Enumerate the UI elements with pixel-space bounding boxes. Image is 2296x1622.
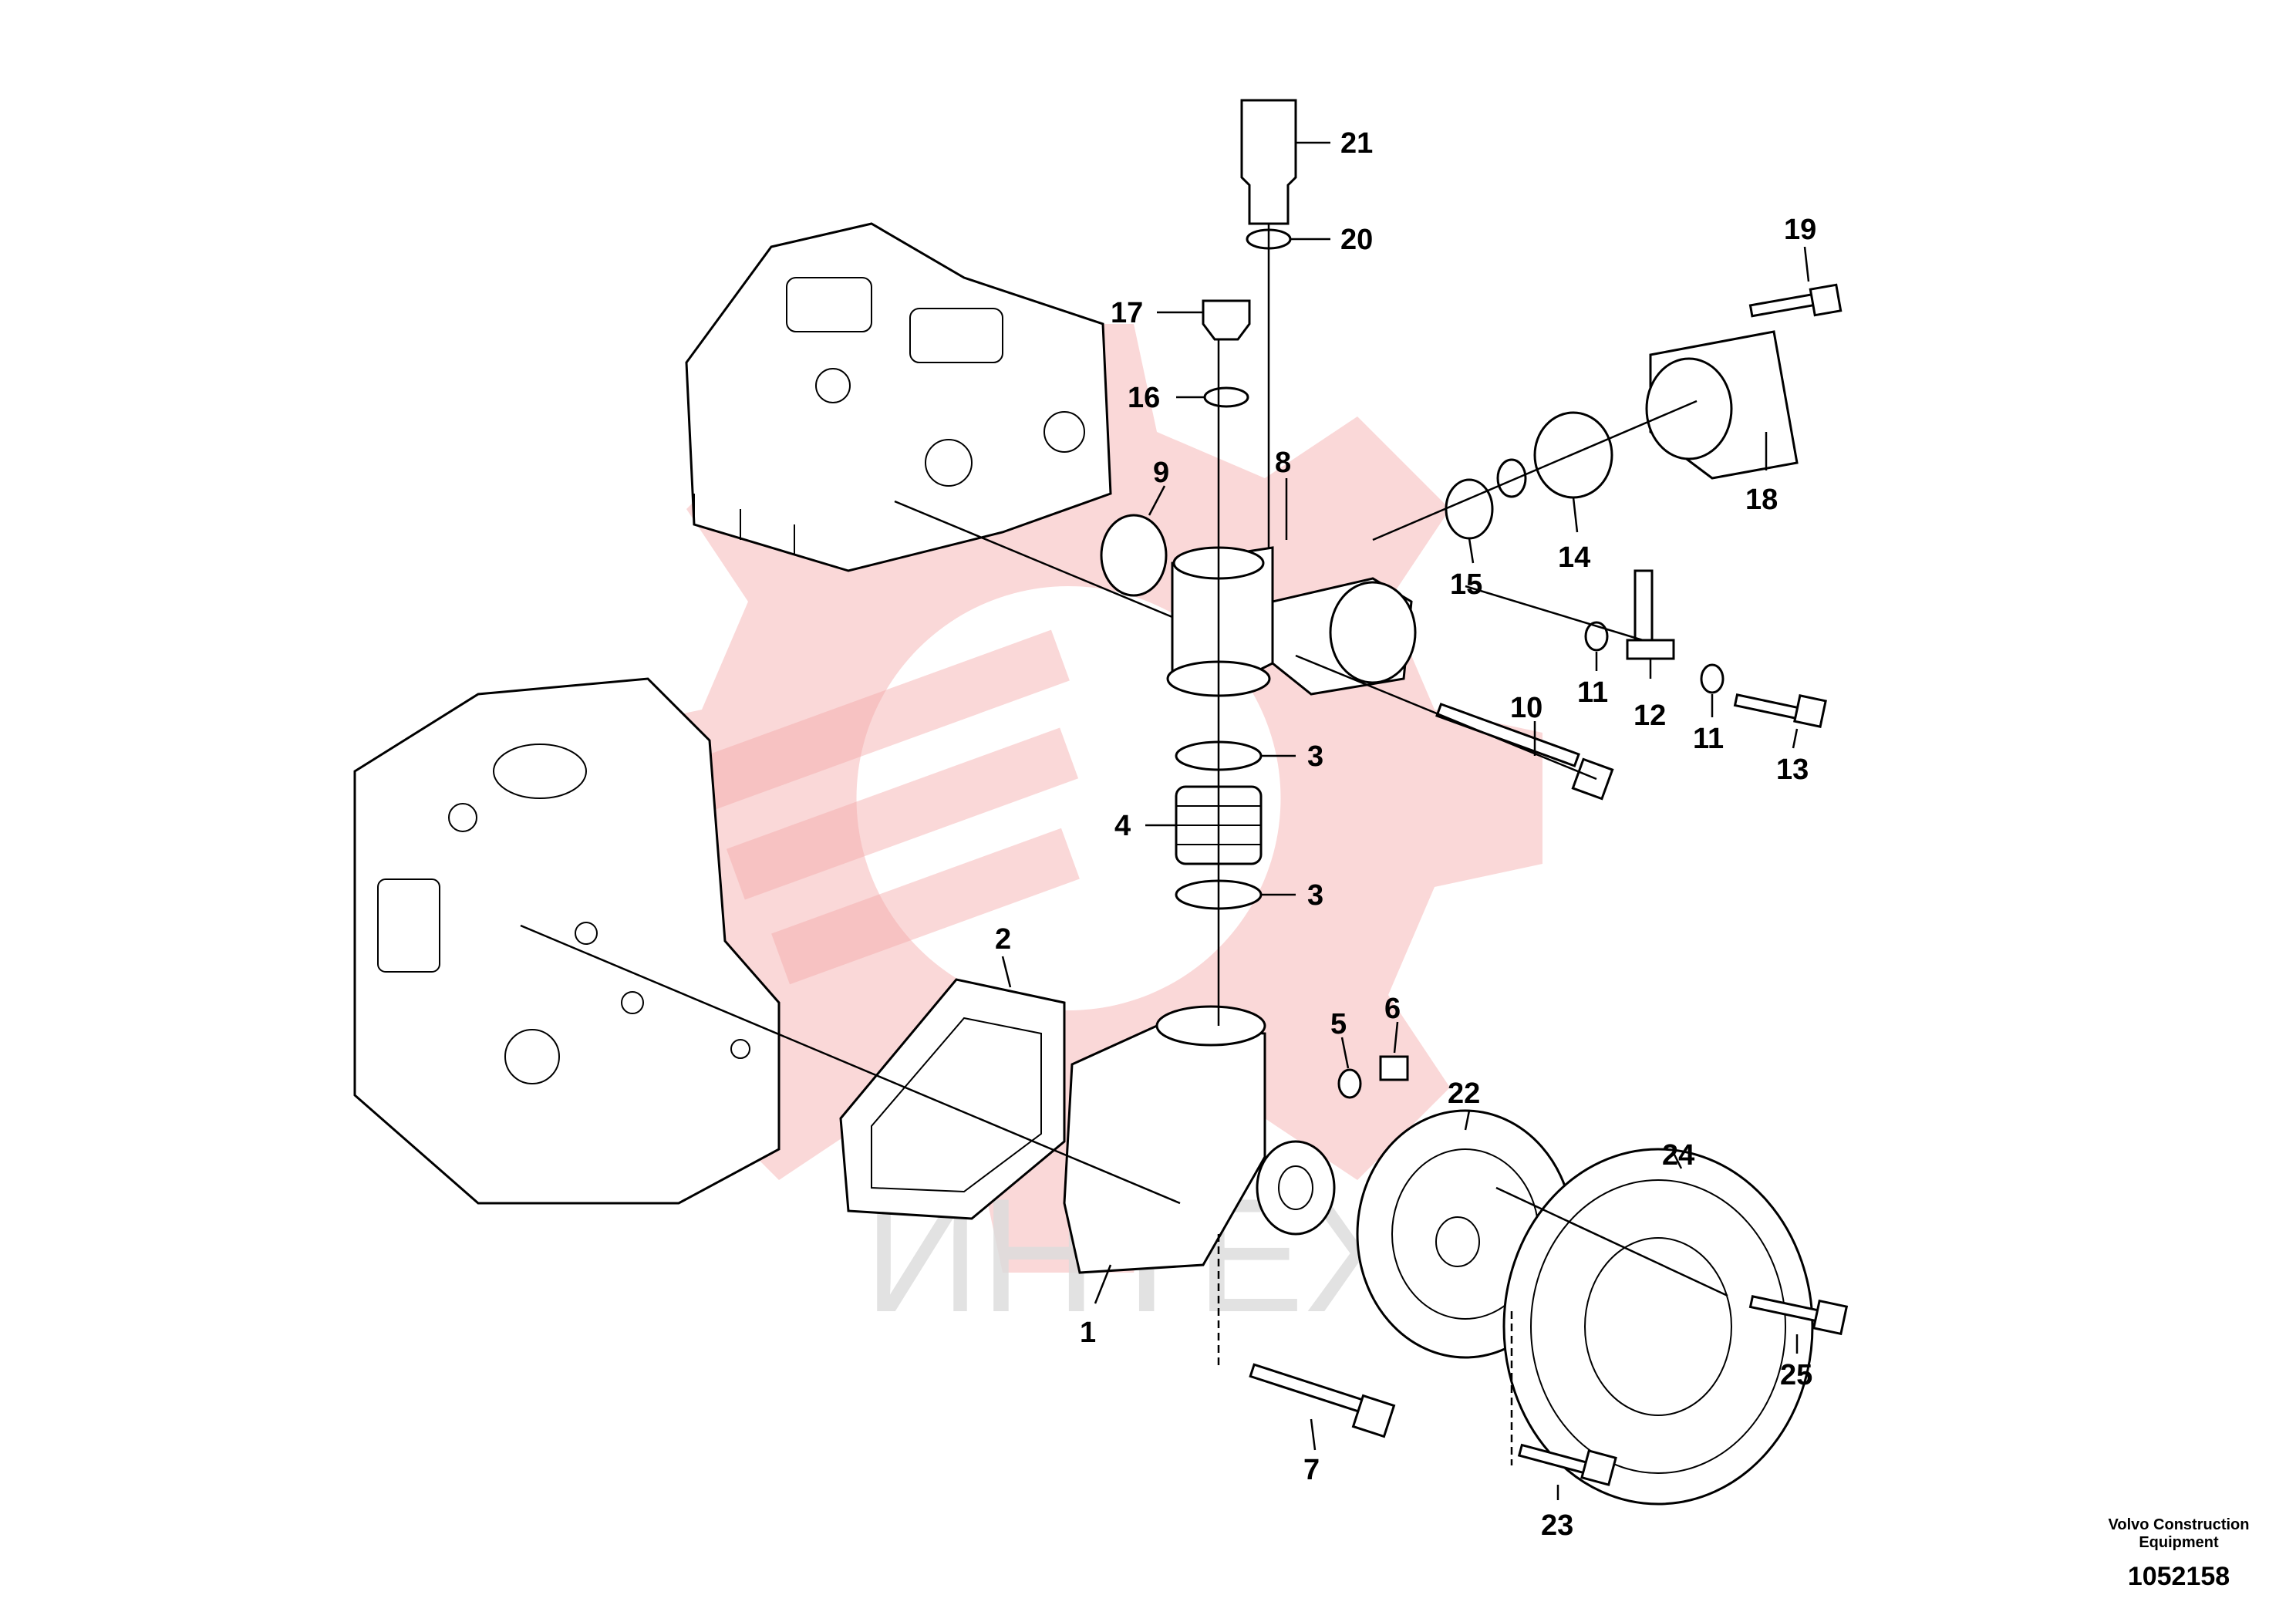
sealing-ring-15	[1445, 478, 1494, 540]
callout-10: 10	[1510, 692, 1542, 724]
callout-1: 1	[1080, 1317, 1096, 1349]
callout-11-left: 11	[1577, 676, 1608, 709]
cylinder-head	[685, 222, 1112, 572]
plug	[1202, 299, 1251, 341]
o-ring-9	[1100, 514, 1168, 597]
callout-3-upper: 3	[1307, 740, 1323, 773]
gasket-small	[1496, 458, 1527, 498]
washer-plug	[1203, 386, 1249, 408]
callout-17: 17	[1111, 297, 1143, 329]
callout-11-right: 11	[1693, 723, 1724, 755]
callout-5: 5	[1330, 1008, 1347, 1040]
callout-6: 6	[1384, 993, 1401, 1025]
callout-24: 24	[1662, 1139, 1694, 1172]
callout-16: 16	[1128, 382, 1160, 414]
copper-washer-11a	[1584, 621, 1609, 652]
bolt-23	[1517, 1443, 1617, 1486]
assembly-lines	[520, 224, 1728, 1465]
caption-company-line2: Equipment	[2139, 1534, 2219, 1551]
callout-18: 18	[1745, 484, 1778, 516]
callout-20: 20	[1340, 224, 1373, 256]
callout-7: 7	[1303, 1454, 1320, 1486]
drawing-number: 1052158	[2128, 1562, 2230, 1591]
callouts: 1 2 3 3 4 5 6 7 8 9 10 11 11 12 13 14 15	[995, 127, 1816, 1542]
callout-25: 25	[1780, 1359, 1812, 1391]
callout-22: 22	[1448, 1077, 1480, 1110]
callout-23: 23	[1541, 1509, 1573, 1542]
washer-5	[1337, 1068, 1362, 1099]
bolt-19	[1748, 283, 1843, 318]
bolt-7	[1249, 1363, 1396, 1438]
bolt-10	[1435, 703, 1614, 801]
callout-19: 19	[1784, 214, 1816, 246]
thermostat-housing-outlet	[1166, 546, 1417, 697]
bolt-13	[1733, 693, 1827, 728]
engine-block	[353, 677, 781, 1205]
thermostat	[1533, 411, 1613, 499]
callout-14: 14	[1558, 541, 1590, 574]
caption-company-line1: Volvo Construction	[2109, 1516, 2250, 1533]
callout-9: 9	[1153, 457, 1169, 489]
union-nipple-12	[1626, 569, 1675, 660]
callout-4: 4	[1114, 810, 1131, 842]
water-pump	[1063, 1005, 1336, 1274]
hose-nipple	[1240, 99, 1297, 225]
callout-15: 15	[1450, 568, 1482, 601]
callout-2: 2	[995, 923, 1011, 956]
plug-6	[1379, 1055, 1409, 1081]
bolt-25	[1748, 1295, 1849, 1336]
vibration-damper-24	[1502, 1148, 1814, 1506]
callout-13: 13	[1776, 754, 1809, 786]
callout-12: 12	[1633, 700, 1666, 732]
copper-washer-11b	[1700, 663, 1725, 694]
callout-8: 8	[1275, 447, 1291, 479]
callout-21: 21	[1340, 127, 1373, 160]
callout-3-lower: 3	[1307, 879, 1323, 912]
